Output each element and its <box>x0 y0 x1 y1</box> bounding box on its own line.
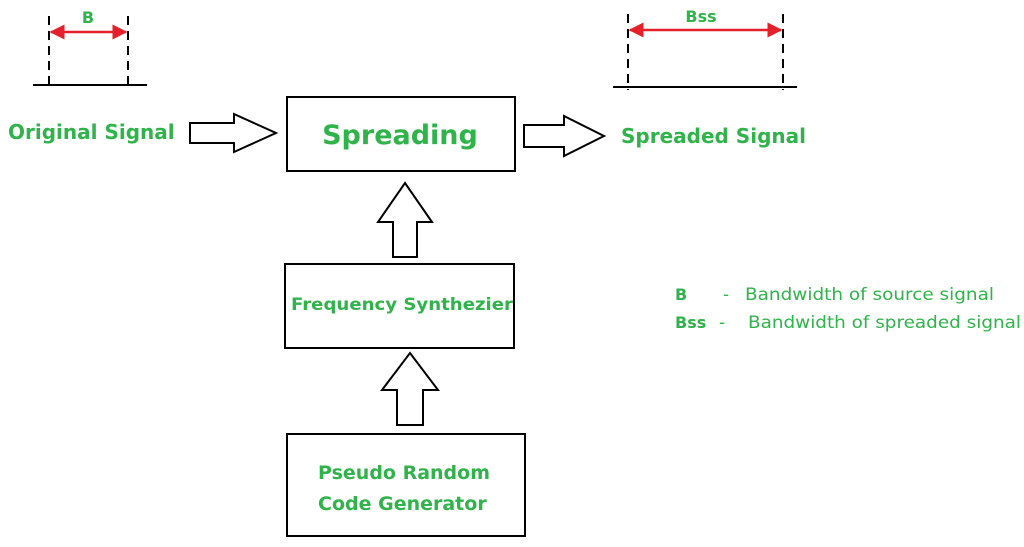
legend-description: Bandwidth of spreaded signal <box>748 313 1021 333</box>
prng-to-synth-arrow-icon <box>379 351 441 426</box>
frequency-synthesizer-block: Frequency Synthezier <box>284 263 515 349</box>
legend-description: Bandwidth of source signal <box>745 285 994 305</box>
source-bandwidth-label: B <box>82 8 94 27</box>
spread-bandwidth-label: Bss <box>685 7 716 26</box>
prng-block: Pseudo Random Code Generator <box>286 433 526 537</box>
output-arrow-icon <box>523 114 607 158</box>
legend-dash: - <box>723 285 729 305</box>
spread-bandwidth-marker: Bss <box>613 7 797 90</box>
prng-label-line1: Pseudo Random <box>318 462 490 484</box>
spreading-label: Spreading <box>322 120 478 151</box>
spreaded-signal-label: Spreaded Signal <box>621 124 806 148</box>
legend-row-spread: Bss - Bandwidth of spreaded signal <box>675 313 1021 333</box>
frequency-synthesizer-label: Frequency Synthezier <box>291 295 514 315</box>
legend-row-source: B - Bandwidth of source signal <box>675 285 994 305</box>
synth-to-spreading-arrow-icon <box>376 181 434 258</box>
prng-label-line2: Code Generator <box>318 493 487 515</box>
spreading-block: Spreading <box>286 96 516 172</box>
legend-symbol: Bss <box>675 313 706 332</box>
original-signal-label: Original Signal <box>8 120 175 144</box>
input-arrow-icon <box>189 112 279 154</box>
legend: B - Bandwidth of source signal Bss - Ban… <box>675 285 1021 333</box>
legend-symbol: B <box>675 285 687 304</box>
source-bandwidth-marker: B <box>33 8 147 88</box>
legend-dash: - <box>719 313 725 333</box>
